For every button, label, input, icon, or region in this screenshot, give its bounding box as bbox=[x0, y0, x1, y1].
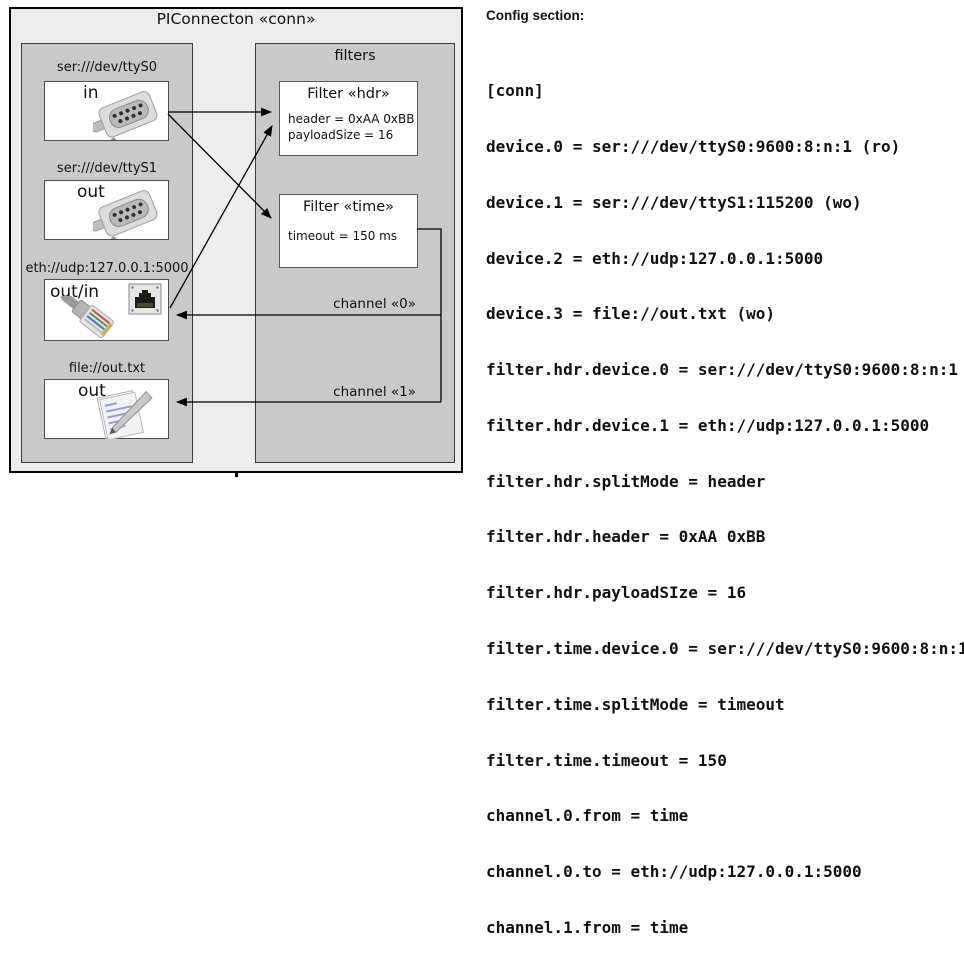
config-line: filter.hdr.splitMode = header bbox=[486, 471, 766, 491]
config-line: filter.time.splitMode = timeout bbox=[486, 694, 785, 714]
notepad-icon bbox=[96, 390, 153, 439]
filter-hdr-box: Filter «hdr» header = 0xAA 0xBB payloadS… bbox=[279, 81, 418, 156]
config-line: device.0 = ser:///dev/ttyS0:9600:8:n:1 (… bbox=[486, 136, 901, 156]
filter-hdr-prop-header: header = 0xAA 0xBB bbox=[288, 112, 415, 126]
ethernet-cable-icon bbox=[60, 296, 114, 339]
config-line: filter.hdr.device.0 = ser:///dev/ttyS0:9… bbox=[486, 360, 959, 380]
device-port-label: out bbox=[77, 182, 105, 202]
device-uri-label-ttys0: ser:///dev/ttyS0 bbox=[56, 60, 158, 75]
config-line: filter.time.device.0 = ser:///dev/ttyS0:… bbox=[486, 639, 964, 658]
config-line: channel.1.from = time bbox=[486, 917, 689, 937]
config-line: [conn] bbox=[486, 81, 544, 101]
config-heading: Config section: bbox=[486, 8, 585, 23]
filters-panel: filters Filter «hdr» header = 0xAA 0xBB … bbox=[255, 43, 455, 463]
device-port-label: out bbox=[78, 381, 106, 401]
filter-hdr-title: Filter «hdr» bbox=[307, 86, 390, 102]
ethernet-jack-icon bbox=[128, 283, 162, 315]
filter-hdr-prop-payloadsize: payloadSize = 16 bbox=[288, 128, 394, 142]
filter-time-prop-timeout: timeout = 150 ms bbox=[288, 229, 398, 243]
device-box-eth: out/in bbox=[44, 279, 169, 341]
frame-bottom-notch bbox=[235, 473, 238, 477]
config-line: filter.hdr.device.1 = eth://udp:127.0.0.… bbox=[486, 415, 930, 435]
device-uri-label-ttys1: ser:///dev/ttyS1 bbox=[56, 161, 158, 176]
config-line: device.2 = eth://udp:127.0.0.1:5000 bbox=[486, 248, 824, 268]
filter-time-title: Filter «time» bbox=[302, 199, 395, 215]
channel-0-label: channel «0» bbox=[333, 296, 416, 312]
config-line: device.3 = file://out.txt (wo) bbox=[486, 304, 775, 324]
device-box-ttys0: in bbox=[44, 81, 169, 141]
config-line: filter.hdr.payloadSIze = 16 bbox=[486, 583, 747, 603]
config-line: device.1 = ser:///dev/ttyS1:115200 (wo) bbox=[486, 192, 862, 212]
device-uri-label-file: file://out.txt bbox=[68, 361, 146, 376]
device-box-ttys1: out bbox=[44, 180, 169, 240]
config-line: channel.0.to = eth://udp:127.0.0.1:5000 bbox=[486, 862, 862, 882]
filter-time-box: Filter «time» timeout = 150 ms bbox=[279, 194, 418, 268]
diagram-title: PIConnecton «conn» bbox=[156, 10, 316, 28]
channel-1-label: channel «1» bbox=[333, 384, 416, 400]
device-uri-label-eth: eth://udp:127.0.0.1:5000 bbox=[25, 261, 189, 276]
config-text: [conn] device.0 = ser:///dev/ttyS0:9600:… bbox=[486, 45, 964, 968]
serial-connector-icon bbox=[93, 190, 158, 239]
config-line: filter.time.timeout = 150 bbox=[486, 750, 727, 770]
devices-panel: ser:///dev/ttyS0 in ser:///dev/ttyS1 out bbox=[21, 43, 193, 463]
device-port-label: in bbox=[83, 83, 99, 103]
filters-panel-title: filters bbox=[334, 48, 376, 64]
config-line: channel.0.from = time bbox=[486, 806, 689, 826]
config-line: filter.hdr.header = 0xAA 0xBB bbox=[486, 527, 766, 547]
device-box-file: out bbox=[44, 379, 169, 439]
serial-connector-icon bbox=[93, 91, 158, 140]
